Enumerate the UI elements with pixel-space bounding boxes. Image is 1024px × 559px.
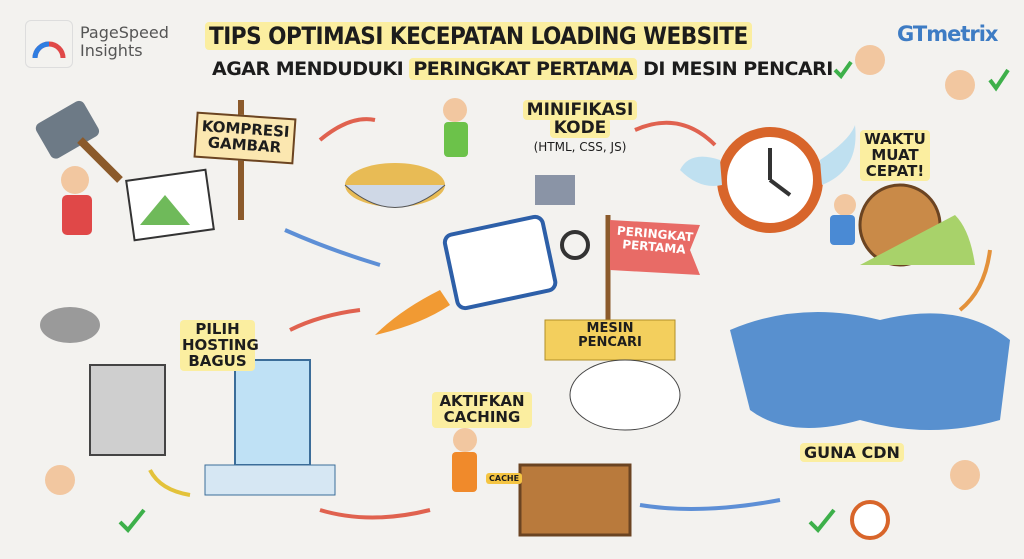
referee-icon [855, 45, 885, 75]
wing-icon [680, 156, 722, 186]
label-line: KODE [549, 117, 611, 138]
arrow-icon [148, 469, 191, 497]
person-icon [444, 122, 468, 157]
referee-icon [950, 460, 980, 490]
label-line: BAGUS [188, 351, 247, 370]
arrow-icon [318, 117, 376, 142]
pagespeed-logo [25, 20, 73, 68]
label-aktifkan-caching: AKTIFKAN CACHING [432, 392, 532, 428]
arrow-icon [289, 308, 361, 332]
podium-icon [544, 319, 676, 361]
check-icon [118, 508, 146, 533]
magnifier-icon [560, 230, 590, 260]
stopwatch-icon [850, 500, 890, 540]
label-kompresi-gambar: KOMPRESI GAMBAR [193, 111, 297, 164]
label-line: HOSTING [182, 335, 259, 354]
old-server-icon [89, 364, 166, 456]
thought-bubble-icon [569, 359, 681, 431]
label-line: MESIN [586, 321, 634, 336]
code-files-icon [535, 175, 575, 205]
rocket-flame-icon [375, 290, 450, 335]
label-line: MUAT [871, 145, 919, 164]
check-icon [988, 68, 1010, 92]
label-minifikasi-kode: MINIFIKASI KODE (HTML, CSS, JS) [515, 100, 645, 154]
label-line: GUNA CDN [800, 443, 904, 462]
arrow-icon [639, 498, 781, 511]
flag-icon [610, 220, 700, 275]
label-line: CEPAT! [865, 161, 925, 180]
label-waktu-muat-cepat: WAKTU MUAT CEPAT! [860, 130, 930, 182]
gtmetrix-logo: GTmetrix [897, 22, 998, 46]
subtitle-pre: AGAR MENDUDUKI [212, 58, 404, 80]
subtitle-post: DI MESIN PENCARI [643, 58, 833, 80]
pagespeed-line1: PageSpeed [80, 23, 169, 42]
label-line: MINIFIKASI [522, 100, 638, 120]
label-guna-cdn: GUNA CDN [800, 443, 904, 462]
hammer-icon [35, 100, 100, 159]
label-pilih-hosting: PILIH HOSTING BAGUS [180, 320, 259, 372]
pagespeed-logo-text: PageSpeed Insights [80, 23, 169, 61]
check-icon [808, 508, 836, 533]
arrow-icon [319, 508, 431, 520]
label-line: PENCARI [578, 334, 642, 350]
check-icon [833, 60, 853, 80]
subtitle-highlight: PERINGKAT PERTAMA [409, 58, 637, 80]
title-line1: TIPS OPTIMASI KECEPATAN LOADING WEBSITE [205, 22, 752, 50]
arrow-icon [284, 228, 381, 267]
world-map-icon [730, 312, 1010, 430]
label-line: GAMBAR [207, 133, 282, 157]
wing-icon [820, 125, 856, 185]
referee-icon [945, 70, 975, 100]
pagespeed-line2: Insights [80, 41, 143, 61]
person-icon [62, 195, 92, 235]
cache-key-label: CACHE [486, 473, 523, 484]
page-title: TIPS OPTIMASI KECEPATAN LOADING WEBSITE [205, 22, 752, 50]
label-mesin-pencari: MESIN PENCARI [575, 322, 645, 349]
treasure-chest-icon [518, 463, 632, 537]
label-line: PILIH [195, 320, 240, 338]
arrow-icon [634, 120, 717, 147]
page-subtitle: AGAR MENDUDUKI PERINGKAT PERTAMA DI MESI… [212, 58, 833, 80]
browser-window-icon [442, 214, 558, 311]
person-icon [452, 452, 477, 492]
person-icon [830, 215, 855, 245]
label-sub: (HTML, CSS, JS) [533, 139, 627, 154]
arrow-icon [958, 249, 992, 312]
label-line: WAKTU [864, 130, 926, 148]
new-server-icon [234, 359, 311, 466]
label-line: CACHING [443, 407, 521, 426]
referee-icon [45, 465, 75, 495]
label-line: AKTIFKAN [439, 392, 525, 410]
